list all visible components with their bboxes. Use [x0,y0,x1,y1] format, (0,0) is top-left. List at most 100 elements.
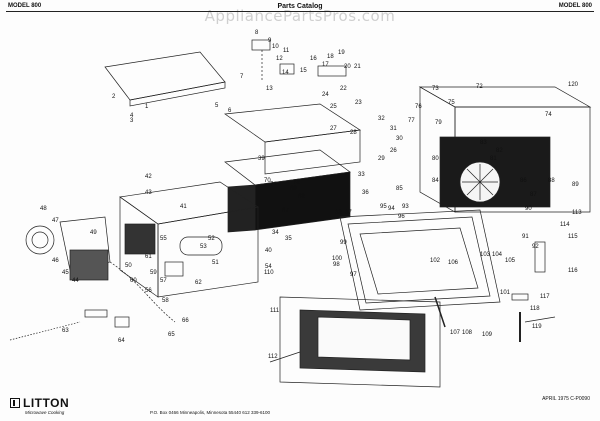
callout-92: 92 [532,244,539,250]
callout-4: 4 [130,113,134,119]
callout-26: 26 [390,148,397,154]
callout-69: 69 [290,186,297,192]
chassis-side [119,196,159,298]
callout-47: 47 [52,218,59,224]
heater-box-side [227,184,256,233]
callout-110: 110 [264,270,274,276]
terminal-block-left [84,309,108,318]
callout-100: 100 [332,256,343,262]
model-label-left: MODEL 800 [8,3,42,9]
callout-46: 46 [52,258,59,264]
callout-87: 87 [530,192,537,198]
callout-45: 45 [62,270,69,276]
callout-85: 85 [396,186,403,192]
callout-109: 109 [482,332,493,338]
header-rule [6,11,594,12]
callout-55: 55 [160,236,167,242]
callout-34: 34 [272,230,279,236]
wiring-harness [109,261,176,323]
callout-73: 73 [432,86,439,92]
callout-72: 72 [476,84,483,90]
callout-88: 88 [548,178,555,184]
door-handle [434,296,446,328]
callout-90: 90 [525,206,532,212]
callout-70: 70 [264,178,271,184]
page-title: Parts Catalog [277,3,323,10]
document-date-code: APRIL 1975 C-P0090 [542,396,590,402]
callout-41: 41 [180,204,187,210]
terminal-block-right [114,316,130,328]
callout-74: 74 [545,112,552,118]
callout-120: 120 [568,82,579,88]
callout-8: 8 [255,30,259,36]
transformer [124,223,156,255]
control-panel-plate [104,51,226,101]
callout-15: 15 [300,68,307,74]
litton-logo-icon [10,398,20,408]
callout-35: 35 [285,236,292,242]
callout-104: 104 [492,252,503,258]
callout-3: 3 [130,118,134,124]
magnetron [69,249,109,281]
callout-118: 118 [530,306,540,312]
callout-79: 79 [435,120,442,126]
callout-18: 18 [327,54,334,60]
callout-66: 66 [182,318,189,324]
litton-logo: LITTON [10,396,69,410]
callout-25: 25 [330,104,337,110]
callout-12: 12 [276,56,283,62]
callout-106: 106 [448,260,459,266]
hinge-bracket [511,293,529,301]
callout-42: 42 [145,174,152,180]
callout-102: 102 [430,258,441,264]
callout-9: 9 [268,38,272,44]
callout-50: 50 [125,263,132,269]
callout-27: 27 [330,126,337,132]
callout-108: 108 [462,330,473,336]
callout-91: 91 [522,234,529,240]
callout-29: 29 [378,156,385,162]
callout-101: 101 [500,290,511,296]
callout-10: 10 [272,44,279,50]
callout-60: 60 [130,278,137,284]
callout-14: 14 [282,70,289,76]
door-frame-mid [347,216,491,304]
callout-48: 48 [40,206,47,212]
callout-44: 44 [72,278,79,284]
callout-86: 86 [520,178,527,184]
callout-17: 17 [322,62,329,68]
switch-assembly-mid [279,63,295,75]
callout-89: 89 [572,182,579,188]
callout-30: 30 [396,136,403,142]
callout-80: 80 [432,156,439,162]
callout-7: 7 [240,74,244,80]
callout-75: 75 [448,100,455,106]
callout-78: 78 [293,180,300,186]
callout-67: 67 [282,208,289,214]
callout-37: 37 [345,210,352,216]
callout-36: 36 [362,190,369,196]
cabinet-top [224,103,361,143]
callout-49: 49 [90,230,97,236]
callout-115: 115 [568,234,578,240]
front-door [279,296,441,388]
exploded-parts-diagram: 1 2 3 4 5 6 7 8 9 10 11 12 13 14 15 16 1… [9,30,592,388]
door-frame-rear [339,209,501,311]
callout-77: 77 [408,118,415,124]
callout-56: 56 [145,288,152,294]
callout-71: 71 [270,182,277,188]
callout-51: 51 [212,260,219,266]
callout-94: 94 [388,206,395,212]
callout-58: 58 [162,298,169,304]
callout-43: 43 [145,190,152,196]
capacitor [179,236,223,256]
blower-wheel [25,225,55,255]
callout-38: 38 [335,210,342,216]
callout-83: 83 [480,140,487,146]
callout-21: 21 [354,64,361,70]
callout-103: 103 [480,252,491,258]
callout-82: 82 [496,148,503,154]
callout-19: 19 [338,50,345,56]
side-bracket [534,241,546,273]
